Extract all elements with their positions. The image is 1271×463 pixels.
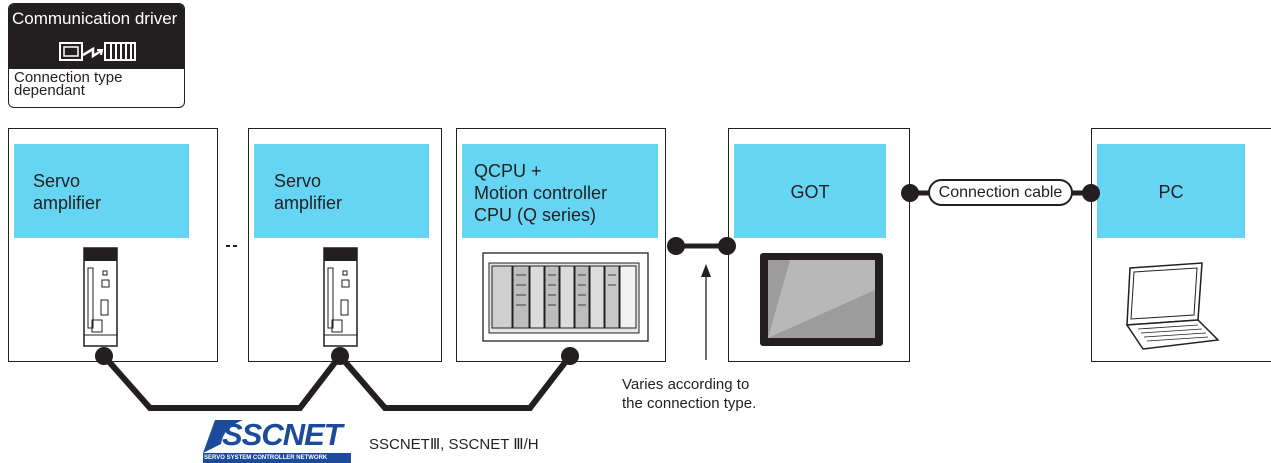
servo-amplifier-2-illustration — [323, 247, 358, 347]
cpu-connector-dot — [561, 347, 579, 365]
connection-cable-label: Connection cable — [928, 179, 1073, 206]
servo-amplifier-2-label-bg — [254, 144, 429, 238]
pc-laptop-illustration — [1125, 262, 1220, 350]
note-arrow-head — [701, 264, 711, 277]
badge-title: Communication driver — [12, 9, 178, 28]
sscnet-type-text: SSCNETⅢ, SSCNET Ⅲ/H — [369, 436, 539, 453]
servo-amplifier-1-label: Servo amplifier — [33, 171, 102, 213]
note-line1: Varies according to — [622, 376, 750, 393]
got-label-bg — [734, 144, 886, 238]
plc-rack-illustration — [482, 252, 649, 342]
cpu-label: QCPU + Motion controller CPU (Q series) — [474, 161, 608, 225]
cpu-label-bg — [462, 144, 658, 238]
got-display-illustration — [760, 253, 883, 346]
pc-label: PC — [1158, 182, 1184, 202]
badge-description: Connection type dependant — [14, 69, 123, 99]
got-label: GOT — [790, 182, 830, 202]
servo1-connector-dot — [95, 347, 113, 365]
communication-driver-badge: Communication driver Connection type dep… — [8, 3, 185, 108]
driver-connection-icon — [59, 42, 136, 61]
servo-amplifier-1-illustration — [83, 247, 118, 347]
badge-header: Communication driver — [9, 4, 184, 69]
sscnet-logo-text: SSCNET — [222, 417, 343, 452]
got-right-connector-dot — [901, 184, 919, 202]
connection-type-note: Varies according to the connection type. — [622, 375, 756, 413]
note-line2: the connection type. — [622, 395, 757, 412]
badge-text-line2: dependant — [14, 82, 85, 99]
sscnet-logo-subtext: SERVO SYSTEM CONTROLLER NETWORK — [204, 455, 328, 461]
servo-amplifier-2-label: Servo amplifier — [274, 171, 343, 213]
got-side-connector-dot — [718, 237, 736, 255]
pc-connector-dot — [1082, 184, 1100, 202]
badge-text-line1: Connection type — [14, 69, 123, 86]
sscnet-logo — [203, 420, 351, 463]
pc-label-bg — [1097, 144, 1245, 238]
servo-amplifier-1-label-bg — [14, 144, 189, 238]
servo2-connector-dot — [331, 347, 349, 365]
cpu-side-connector-dot — [667, 237, 685, 255]
